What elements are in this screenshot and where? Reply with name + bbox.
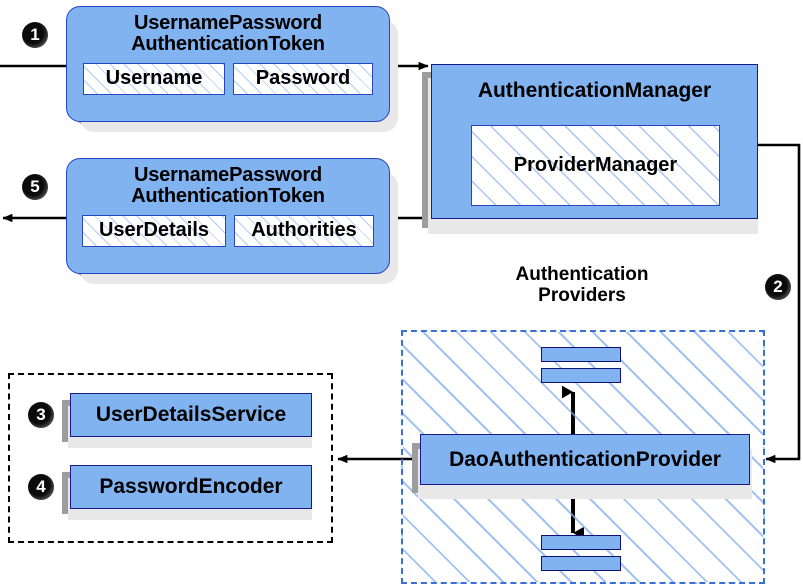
authentication-providers-label-line2: Providers (538, 285, 626, 307)
dao-authentication-provider-card[interactable]: DaoAuthenticationProvider (420, 434, 750, 485)
provider-placeholder-bar-top-1[interactable] (541, 347, 621, 362)
provider-placeholder-bar-top-2[interactable] (541, 368, 621, 383)
step-badge-1: 1 (22, 22, 48, 48)
provider-manager-box[interactable]: ProviderManager (471, 125, 720, 206)
step-badge-5: 5 (22, 174, 48, 200)
provider-placeholder-bar-bottom-2[interactable] (541, 556, 621, 571)
authentication-providers-label: Authentication Providers (452, 264, 712, 307)
response-token-slot-row: UserDetails Authorities (77, 215, 379, 248)
dao-authentication-provider-label: DaoAuthenticationProvider (449, 447, 721, 471)
response-token-slot-authorities[interactable]: Authorities (234, 215, 374, 248)
response-token-title: UsernamePassword AuthenticationToken (77, 164, 379, 208)
user-details-service-label: UserDetailsService (95, 403, 287, 426)
step-badge-4: 4 (28, 474, 54, 500)
response-token-title-line2: AuthenticationToken (131, 185, 325, 208)
request-token-title-line1: UsernamePassword (133, 12, 322, 34)
request-token-title-line2: AuthenticationToken (131, 33, 325, 56)
authentication-providers-label-line1: Authentication (515, 264, 649, 285)
response-token-card[interactable]: UsernamePassword AuthenticationToken Use… (66, 158, 390, 274)
request-token-slot-username[interactable]: Username (83, 63, 225, 96)
step-badge-3: 3 (28, 402, 54, 428)
authentication-manager-title: AuthenticationManager (477, 79, 712, 102)
response-token-title-line1: UsernamePassword (133, 164, 322, 186)
password-encoder-card[interactable]: PasswordEncoder (70, 465, 312, 509)
password-encoder-label: PasswordEncoder (99, 475, 283, 498)
request-token-card[interactable]: UsernamePassword AuthenticationToken Use… (66, 6, 390, 122)
step-badge-2: 2 (765, 274, 791, 300)
provider-placeholder-bar-bottom-1[interactable] (541, 535, 621, 550)
request-token-slot-row: Username Password (77, 63, 379, 96)
request-token-slot-password[interactable]: Password (233, 63, 373, 96)
user-details-service-card[interactable]: UserDetailsService (70, 393, 312, 437)
response-token-slot-userdetails[interactable]: UserDetails (82, 215, 226, 248)
request-token-title: UsernamePassword AuthenticationToken (77, 12, 379, 56)
